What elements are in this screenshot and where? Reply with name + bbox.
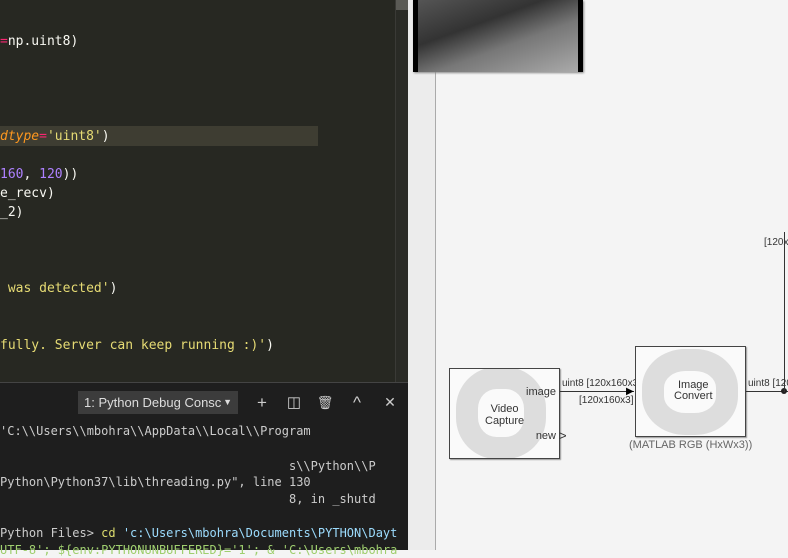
code-token: 'uint8'	[46, 129, 102, 144]
terminal-line: Python\Python37\lib\threading.py", line …	[0, 475, 311, 489]
trash-icon[interactable]: 🗑	[316, 395, 334, 410]
signal-line[interactable]	[784, 232, 785, 392]
code-line: _2)	[0, 203, 23, 222]
split-terminal-button[interactable]: ◫	[286, 394, 302, 411]
code-token: )	[266, 338, 274, 353]
code-token: dtype	[0, 129, 40, 144]
current-line-highlight	[0, 126, 318, 146]
signal-arrow-icon: ▶	[626, 386, 634, 397]
code-token: 160	[0, 167, 24, 182]
simulink-canvas[interactable]	[408, 0, 788, 550]
canvas-palette-strip	[408, 0, 436, 550]
add-terminal-button[interactable]: +	[257, 393, 267, 412]
terminal-line: UTF-8'; ${env:PYTHONUNBUFFERED}='1'; & '…	[0, 543, 398, 557]
code-editor[interactable]: =np.uint8) dtype='uint8') 160, 120)) e_r…	[0, 0, 408, 382]
port-new-label: new	[535, 430, 556, 442]
code-token: )	[101, 129, 110, 144]
block-watermark-icon	[642, 349, 738, 435]
code-token: ,	[23, 167, 40, 182]
signal-line[interactable]	[560, 391, 634, 392]
terminal-panel: 1: Python Debug Consc▼ + ◫ 🗑 ^ ✕ 'C:\\Us…	[0, 382, 408, 557]
block-watermark-icon	[456, 369, 546, 458]
terminal-line: s\\Python\\P	[0, 459, 376, 473]
code-line: 160, 120))	[0, 165, 78, 184]
block-caption: (MATLAB RGB (HxWx3))	[629, 439, 753, 451]
code-token: e_recv)	[0, 186, 55, 201]
code-token: 120	[39, 167, 63, 182]
terminal-prompt-line: Python Files> cd 'c:\Users\mbohra\Docume…	[0, 526, 398, 540]
code-token: =	[39, 129, 47, 144]
close-panel-button[interactable]: ✕	[384, 394, 396, 410]
terminal-line: 'C:\\Users\\mbohra\\AppData\\Local\\Prog…	[0, 424, 311, 438]
video-viewer-image	[413, 0, 583, 72]
code-token: )	[109, 281, 118, 296]
port-image-label: image	[526, 386, 556, 398]
code-token: was detected'	[0, 281, 110, 296]
caret-down-icon: ▼	[223, 397, 232, 407]
scrollbar-thumb[interactable]	[396, 0, 408, 10]
code-line: dtype='uint8')	[0, 127, 110, 146]
signal-dims-label: [120x	[764, 237, 788, 248]
editor-scrollbar[interactable]	[395, 0, 408, 382]
terminal-line: 8, in _shutd	[0, 492, 376, 506]
code-token: ))	[62, 167, 79, 182]
output-port-arrow-icon: >	[559, 428, 567, 443]
code-token: np.uint8)	[7, 34, 79, 49]
signal-type-label: uint8 [120	[748, 378, 788, 389]
code-token: =	[0, 34, 8, 49]
code-line: e_recv)	[0, 184, 55, 203]
signal-line[interactable]	[746, 391, 788, 392]
code-token: _2)	[0, 205, 24, 220]
terminal-selector-label: 1: Python Debug Consc	[84, 395, 222, 410]
maximize-panel-button[interactable]: ^	[353, 393, 361, 412]
code-line: =np.uint8)	[0, 32, 78, 51]
code-token: fully. Server can keep running :)'	[0, 338, 267, 353]
code-line: fully. Server can keep running :)')	[0, 336, 274, 355]
signal-dims-label: [120x160x3]	[579, 395, 634, 406]
terminal-selector-dropdown[interactable]: 1: Python Debug Consc▼	[78, 391, 238, 414]
code-line: was detected')	[0, 279, 118, 298]
signal-type-label: uint8 [120x160x3	[562, 378, 639, 389]
